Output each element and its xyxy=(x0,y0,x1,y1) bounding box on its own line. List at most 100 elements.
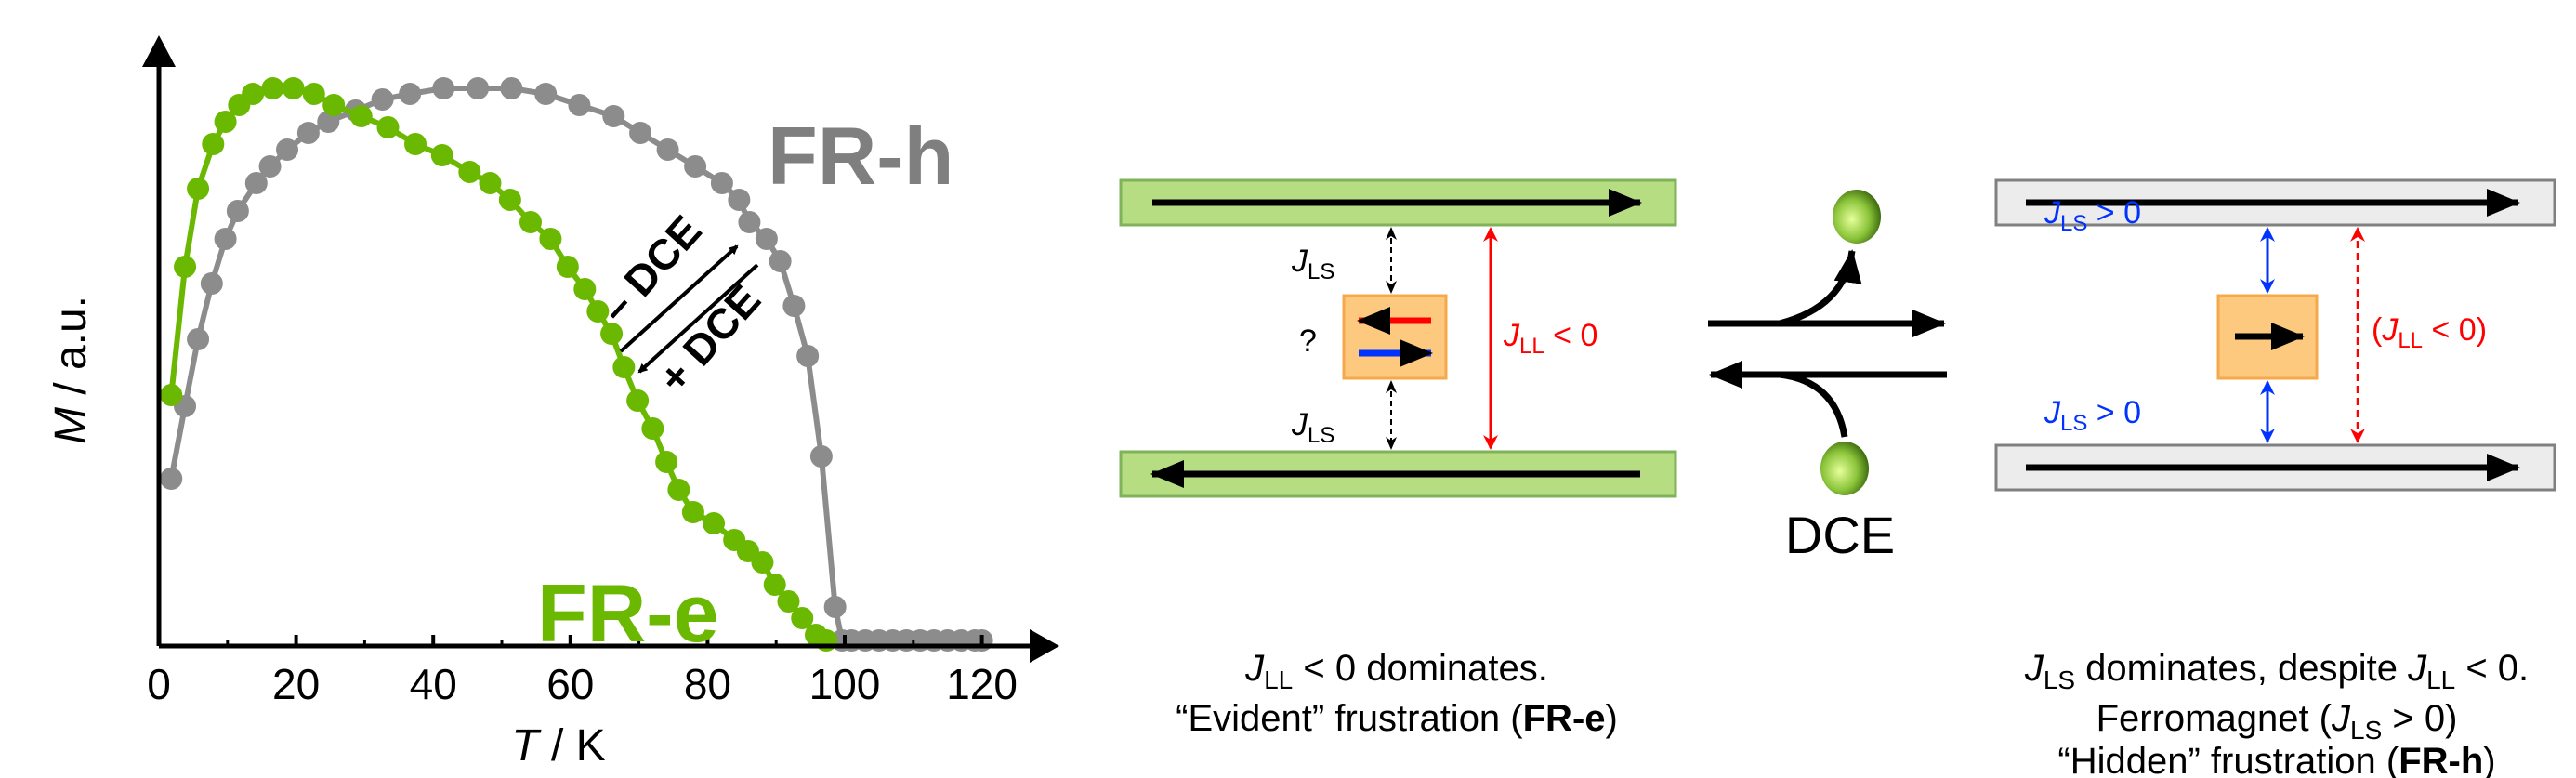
data-point-fr-e xyxy=(322,94,346,116)
y-axis-arrowhead xyxy=(142,35,176,67)
data-point-fr-e xyxy=(498,189,521,211)
data-point-fr-h xyxy=(782,295,806,317)
data-point-fr-h xyxy=(534,83,558,105)
data-point-fr-h xyxy=(160,468,183,490)
data-point-fr-h xyxy=(710,172,733,194)
dce-label: DCE xyxy=(1785,506,1895,564)
y-axis-label: M / a.u. xyxy=(46,296,96,444)
data-point-fr-e xyxy=(479,172,502,194)
data-point-fr-e xyxy=(600,323,624,345)
data-point-fr-h xyxy=(226,200,249,222)
data-point-fr-h xyxy=(656,138,679,161)
dce-uptake-arrow xyxy=(1779,371,1848,438)
data-point-fr-h xyxy=(187,328,210,350)
data-point-fr-e xyxy=(539,228,562,250)
data-point-fr-e xyxy=(404,133,427,155)
data-point-fr-e xyxy=(641,417,664,440)
data-point-fr-e xyxy=(202,133,225,155)
x-tick-label: 60 xyxy=(546,660,594,708)
x-axis-arrowhead xyxy=(1030,629,1059,663)
data-point-fr-e xyxy=(556,256,579,278)
data-point-fr-e xyxy=(626,389,650,412)
data-point-fr-e xyxy=(282,77,305,99)
x-axis-label: T / K xyxy=(511,721,605,771)
data-point-fr-e xyxy=(612,356,636,378)
minus-dce-label: – DCE xyxy=(590,206,710,332)
dce-equilibrium: DCE xyxy=(1708,190,1947,564)
x-tick-label: 40 xyxy=(410,660,457,708)
data-point-fr-e xyxy=(681,501,704,523)
data-point-fr-h xyxy=(602,105,625,127)
data-point-fr-e xyxy=(376,116,400,138)
data-point-fr-e xyxy=(763,574,786,596)
fr-h-label: FR-h xyxy=(768,110,953,202)
data-point-fr-h xyxy=(399,83,422,105)
fr-h-caption-line2: Ferromagnet (JLS > 0) xyxy=(2096,698,2458,745)
fr-h-schematic: JLS > 0 JLS > 0 (JLL < 0) JLS dominates,… xyxy=(1994,178,2556,778)
data-point-fr-h xyxy=(258,155,282,178)
data-point-fr-e xyxy=(261,77,284,99)
data-point-fr-h xyxy=(500,77,523,99)
data-point-fr-e xyxy=(302,83,325,105)
data-point-fr-h xyxy=(728,189,751,211)
fr-e-caption-line1: JLL < 0 dominates. xyxy=(1244,648,1548,694)
j-ls-bottom-label: JLS xyxy=(1291,407,1334,448)
data-point-fr-e xyxy=(174,256,197,278)
x-tick-label: 80 xyxy=(684,660,731,708)
plus-dce-label: + DCE xyxy=(649,275,769,402)
j-ll-label: JLL < 0 xyxy=(1503,318,1597,359)
data-point-fr-h xyxy=(244,172,268,194)
data-point-fr-h xyxy=(738,211,761,233)
data-point-fr-e xyxy=(349,105,373,127)
data-point-fr-e xyxy=(667,479,690,501)
data-point-fr-h xyxy=(769,250,792,272)
data-point-fr-e xyxy=(187,178,210,200)
data-point-fr-e xyxy=(242,83,265,105)
question-mark: ? xyxy=(1299,323,1317,359)
fr-e-label: FR-e xyxy=(537,567,719,659)
data-point-fr-e xyxy=(791,607,814,629)
dce-release-arrow xyxy=(1779,249,1862,327)
data-point-fr-h xyxy=(317,111,340,133)
data-point-fr-h xyxy=(755,228,778,250)
j-ll-label: (JLL < 0) xyxy=(2372,312,2487,353)
data-point-fr-h xyxy=(823,596,847,618)
data-point-fr-e xyxy=(214,111,237,133)
x-tick-label: 100 xyxy=(809,660,881,708)
data-point-fr-e xyxy=(703,512,726,534)
data-point-fr-h xyxy=(568,94,591,116)
x-tick-label: 20 xyxy=(272,660,320,708)
data-point-fr-e xyxy=(519,211,542,233)
j-ls-top-label: JLS > 0 xyxy=(2044,195,2141,236)
data-point-fr-e xyxy=(655,451,678,473)
data-point-fr-h xyxy=(684,155,707,178)
fr-e-caption-line2: “Evident” frustration (FR-e) xyxy=(1176,698,1618,739)
dce-molecule-released xyxy=(1833,190,1881,244)
data-point-fr-e xyxy=(777,590,800,613)
remove-dce-arrow xyxy=(619,244,739,353)
data-point-fr-h xyxy=(629,122,652,144)
data-point-fr-e xyxy=(160,384,183,406)
data-point-fr-h xyxy=(371,88,394,111)
fr-e-schematic: JLS JLS ? JLL < 0 JLL < 0 dominates. “Ev… xyxy=(1119,178,1677,739)
dce-molecule-absorbed xyxy=(1820,442,1869,495)
data-point-fr-h xyxy=(432,77,455,99)
data-point-fr-e xyxy=(751,551,774,574)
data-point-fr-e xyxy=(586,300,610,323)
data-point-fr-h xyxy=(200,272,223,295)
data-point-fr-h xyxy=(214,228,237,250)
data-point-fr-e xyxy=(458,161,481,183)
data-point-fr-e xyxy=(573,278,597,300)
data-point-fr-h xyxy=(796,345,820,367)
guest-spin-box xyxy=(1342,294,1448,380)
j-ls-top-label: JLS xyxy=(1291,244,1334,284)
data-point-fr-h xyxy=(276,138,299,161)
fr-h-caption-line3: “Hidden” frustration (FR-h) xyxy=(2057,741,2495,778)
data-point-fr-h xyxy=(296,122,320,144)
data-point-fr-e xyxy=(430,144,453,166)
add-dce-arrow xyxy=(637,263,759,374)
data-point-fr-h xyxy=(467,77,490,99)
j-ls-bottom-label: JLS > 0 xyxy=(2044,395,2141,436)
